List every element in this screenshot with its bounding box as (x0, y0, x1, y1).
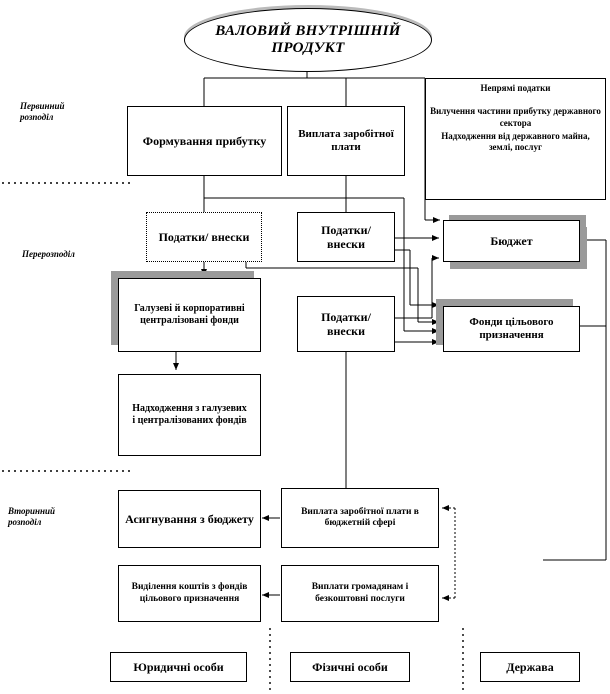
wages-payment-box: Виплата заробітної плати (287, 106, 405, 176)
stage-label-secondary: Вторинний розподіл (8, 506, 56, 527)
stage-label-primary: Первинний розподіл (20, 101, 65, 122)
indirect-taxes-box: Непрямі податки Вилучення частини прибут… (425, 78, 606, 200)
sector-funds-box: Галузеві й корпоративні централізовані ф… (118, 278, 261, 352)
taxes-contributions-box-3: Податки/ внески (297, 296, 395, 352)
gdp-ellipse: ВАЛОВИЙ ВНУТРІШНІЙ ПРОДУКТ (184, 8, 432, 72)
taxes-contributions-box-2: Податки/ внески (297, 212, 395, 262)
budget-sphere-wages-box: Виплата заробітної плати в бюджетній сфе… (281, 488, 439, 548)
legal-entities-box: Юридичні особи (110, 652, 247, 682)
profit-formation-box: Формування прибутку (127, 106, 282, 176)
sector-funds-income-box: Надходження з галузевих і централізовани… (118, 374, 261, 456)
column-separators (269, 628, 464, 694)
taxes-contributions-box-1: Податки/ внески (146, 212, 262, 262)
budget-allocations-box: Асигнування з бюджету (118, 490, 261, 548)
budget-box: Бюджет (443, 220, 580, 262)
special-purpose-funds-box: Фонди цільового призначення (443, 306, 580, 352)
stage-separators (2, 182, 134, 472)
indirect-item-property: Надходження від державного майна, землі,… (441, 130, 590, 152)
citizen-payments-box: Виплати громадянам і безкоштовні послуги (281, 565, 439, 622)
individuals-box: Фізичні особи (290, 652, 410, 682)
fund-allocation-box: Виділення коштів з фондів цільового приз… (118, 565, 261, 622)
indirect-taxes-title: Непрямі податки (480, 83, 551, 93)
state-box: Держава (480, 652, 580, 682)
indirect-item-profit: Вилучення частини прибутку державного се… (430, 106, 601, 128)
stage-label-redistribution: Перерозподіл (22, 249, 75, 259)
